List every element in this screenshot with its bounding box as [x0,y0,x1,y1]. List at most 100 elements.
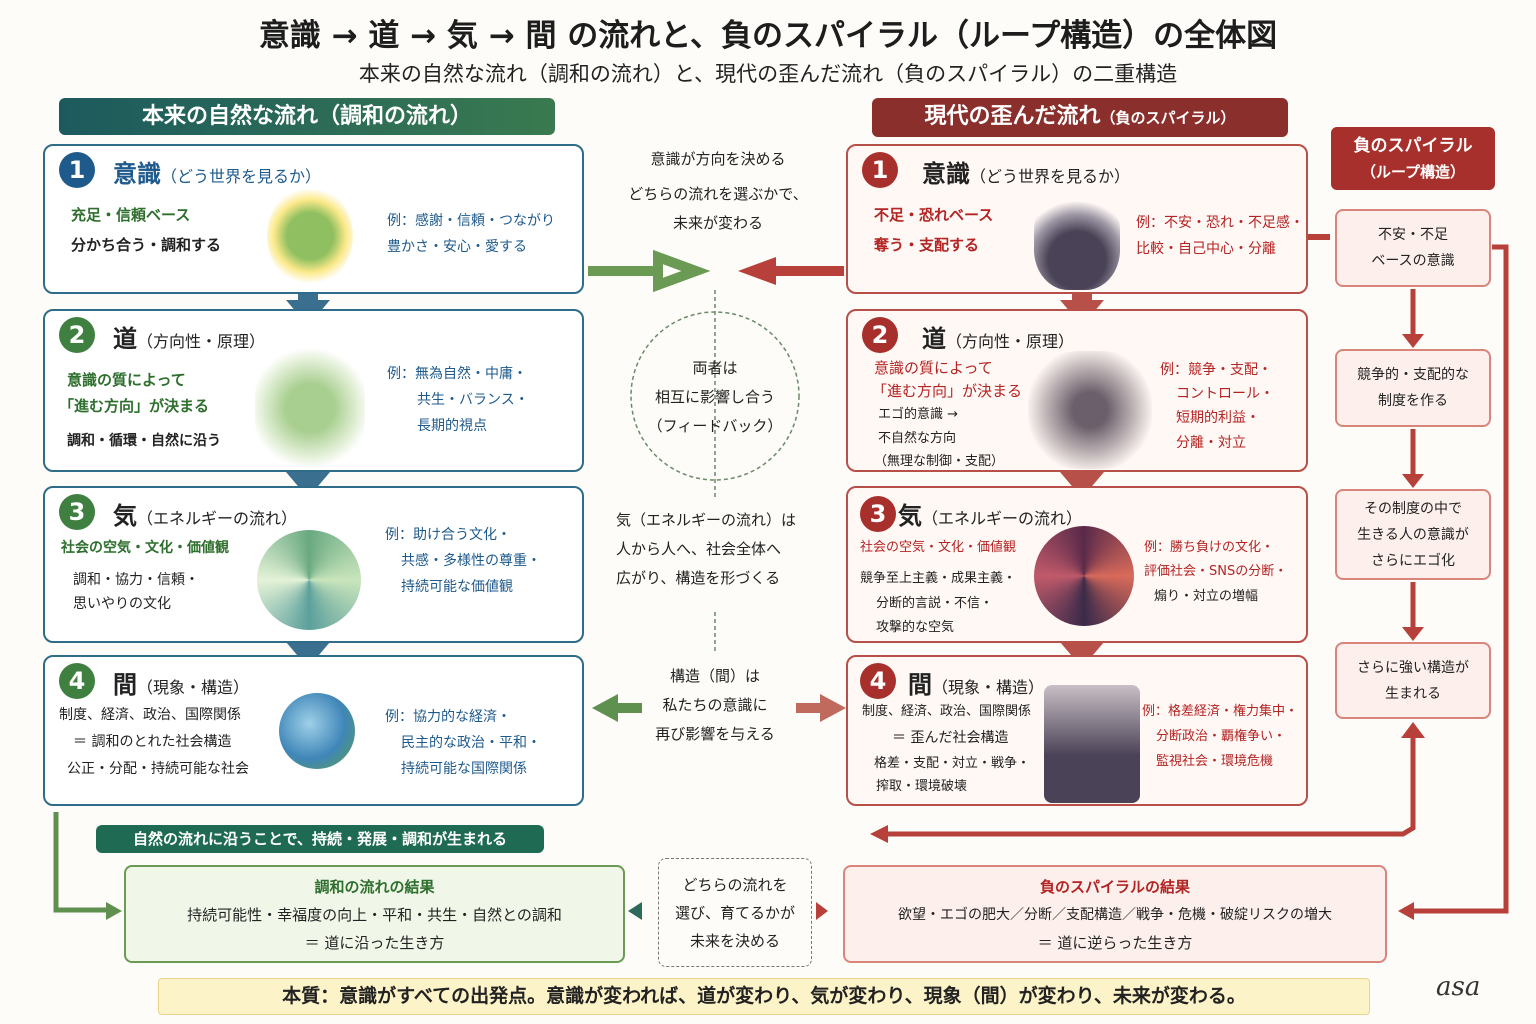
result-end: ＝ 道に逆らった生き方 [1037,934,1193,952]
choice-line: 未来を決める [689,932,780,950]
example-line: 例：競争・支配・ [1160,362,1272,378]
right-header: 現代の歪んだ流れ（負のスパイラル） [872,98,1288,137]
feedback-text: 両者は相互に影響し合う（フィードバック） [615,354,815,441]
step-line: 奪う・支配する [874,236,980,254]
mid-line: （フィードバック） [647,417,783,435]
example-line: 例：無為自然・中庸・ [387,366,527,382]
spiral-result-box: 負のスパイラルの結果 欲望・エゴの肥大／分断／支配構造／戦争・危機・破綻リスクの… [843,865,1387,963]
example-line: 例：感謝・信頼・つながり [387,213,555,229]
example-line: 長期的視点 [417,418,487,434]
step-keyword: 道 [113,325,137,353]
harmony-result-box: 調和の流れの結果 持続可能性・幸福度の向上・平和・共生・自然との調和 ＝ 道に沿… [124,865,625,963]
ma-text: 構造（間）は私たちの意識に再び影響を与える [630,662,800,749]
result-title: 負のスパイラルの結果 [1039,878,1190,896]
globe-people-icon [279,693,355,769]
result-end: ＝ 道に沿った生き方 [304,934,445,952]
step-number: 1 [59,152,95,188]
spiral-line: 不安・不足 [1378,227,1448,243]
mid-line: 広がり、構造を形づくる [616,569,781,587]
example-line: 短期的利益・ [1176,410,1260,426]
step-line: 意識の質によって [67,371,186,389]
step-line: 不自然な方向 [878,431,957,446]
step-line: 競争至上主義・成果主義・ [860,571,1017,586]
spiral-line: 生まれる [1385,685,1441,702]
step-number: 2 [59,317,95,353]
spiral-header-line: 負のスパイラル [1353,136,1473,156]
choice-line: どちらの流れを [682,876,788,894]
step-number: 3 [59,494,95,530]
signature: asa [1436,972,1481,1002]
step-line: 調和・協力・信頼・ [73,572,199,588]
example-line: 豊かさ・安心・愛する [387,239,527,255]
step-line: 「進む方向」が決まる [872,382,1023,400]
example-line: 評価社会・SNSの分断・ [1144,564,1288,579]
step-sub: （エネルギーの流れ） [137,509,298,528]
right-header-title: 現代の歪んだ流れ [924,104,1101,129]
result-body: 持続可能性・幸福度の向上・平和・共生・自然との調和 [187,906,562,924]
step-line: 社会の空気・文化・価値観 [860,540,1017,555]
mid-line: どちらの流れを選ぶかで、 [628,185,808,203]
right-step-3: 3 気（エネルギーの流れ） 社会の空気・文化・価値観 競争至上主義・成果主義・ … [846,486,1308,643]
dark-vortex-icon [1034,526,1134,626]
step-line: 不足・恐れベース [874,206,994,224]
step-keyword: 間 [113,671,137,699]
step-line: 攻撃的な空気 [876,620,955,635]
step-sub: （現象・構造） [932,678,1045,697]
step-line: 公正・分配・持続可能な社会 [67,761,249,777]
step-keyword: 意識 [922,160,970,188]
barren-path-icon [1028,351,1152,469]
mid-line: 両者は [692,359,738,377]
surveillance-city-icon [1044,685,1140,803]
example-line: 分離・対立 [1176,435,1246,451]
step-line: （無理な制御・支配） [874,454,1005,469]
example-line: 監視社会・環境危機 [1156,754,1274,769]
example-line: コントロール・ [1176,386,1274,402]
glowing-person-heart-icon [267,186,353,286]
example-line: 共感・多様性の尊重・ [401,553,541,569]
left-step-1: 1 意識（どう世界を見るか） 充足・信頼ベース 分かち合う・調和する 例：感謝・… [43,144,584,294]
step-sub: （方向性・原理） [137,332,266,351]
right-step-2: 2 道（方向性・原理） 意識の質によって 「進む方向」が決まる エゴ的意識 → … [846,309,1308,472]
spiral-line: ベースの意識 [1371,253,1455,269]
mid-line: 気（エネルギーの流れ）は [616,511,797,529]
example-line: 煽り・対立の増幅 [1154,589,1259,604]
middle-top-text: 意識が方向を決めるどちらの流れを選ぶかで、未来が変わる [598,145,838,238]
step-number: 2 [862,317,898,353]
green-arrow-center [588,249,711,293]
spiral-header-line: （ループ構造） [1360,163,1466,181]
step-sub: （現象・構造） [137,678,250,697]
step-keyword: 気 [113,502,137,530]
red-arrow-right [796,694,846,722]
stormcloud-person-icon [1034,190,1120,290]
mid-line: 人から人へ、社会全体へ [616,540,782,558]
step-line: 社会の空気・文化・価値観 [61,540,229,556]
spiral-box-1: 不安・不足ベースの意識 [1335,209,1491,287]
left-step-2: 2 道（方向性・原理） 意識の質によって 「進む方向」が決まる 調和・循環・自然… [43,309,584,472]
step-line: 分かち合う・調和する [71,236,222,254]
step-number: 4 [59,663,95,699]
result-body: 欲望・エゴの肥大／分断／支配構造／戦争・危機・破綻リスクの増大 [898,907,1332,923]
step-line: エゴ的意識 → [878,407,959,422]
step-keyword: 気 [898,502,922,530]
example-line: 共生・バランス・ [417,392,529,408]
result-title: 調和の流れの結果 [314,878,435,896]
example-line: 持続可能な国際関係 [401,761,527,777]
example-line: 例：助け合う文化・ [385,527,511,543]
step-number: 4 [860,663,896,699]
step-keyword: 間 [908,671,932,699]
step-line: 分断的言説・不信・ [876,596,994,611]
left-step-4: 4 間（現象・構造） 制度、経済、政治、国際関係 ＝ 調和のとれた社会構造 公正… [43,655,584,806]
mid-line: 再び影響を与える [655,725,775,743]
example-line: 持続可能な価値観 [401,579,513,595]
right-step-1: 1 意識（どう世界を見るか） 不足・恐れベース 奪う・支配する 例：不安・恐れ・… [846,144,1308,294]
page-subtitle: 本来の自然な流れ（調和の流れ）と、現代の歪んだ流れ（負のスパイラル）の二重構造 [358,62,1178,86]
left-header: 本来の自然な流れ（調和の流れ） [59,98,555,135]
spiral-line: 生きる人の意識が [1357,526,1469,543]
step-line: ＝ 歪んだ社会構造 [892,730,1009,746]
step-line: 充足・信頼ベース [71,206,191,224]
spiral-line: 制度を作る [1378,393,1448,409]
spiral-box-2: 競争的・支配的な制度を作る [1335,349,1491,427]
spiral-line: その制度の中で [1363,500,1462,517]
step-keyword: 道 [922,325,946,353]
ki-text: 気（エネルギーの流れ）は人から人へ、社会全体へ広がり、構造を形づくる [598,506,834,593]
